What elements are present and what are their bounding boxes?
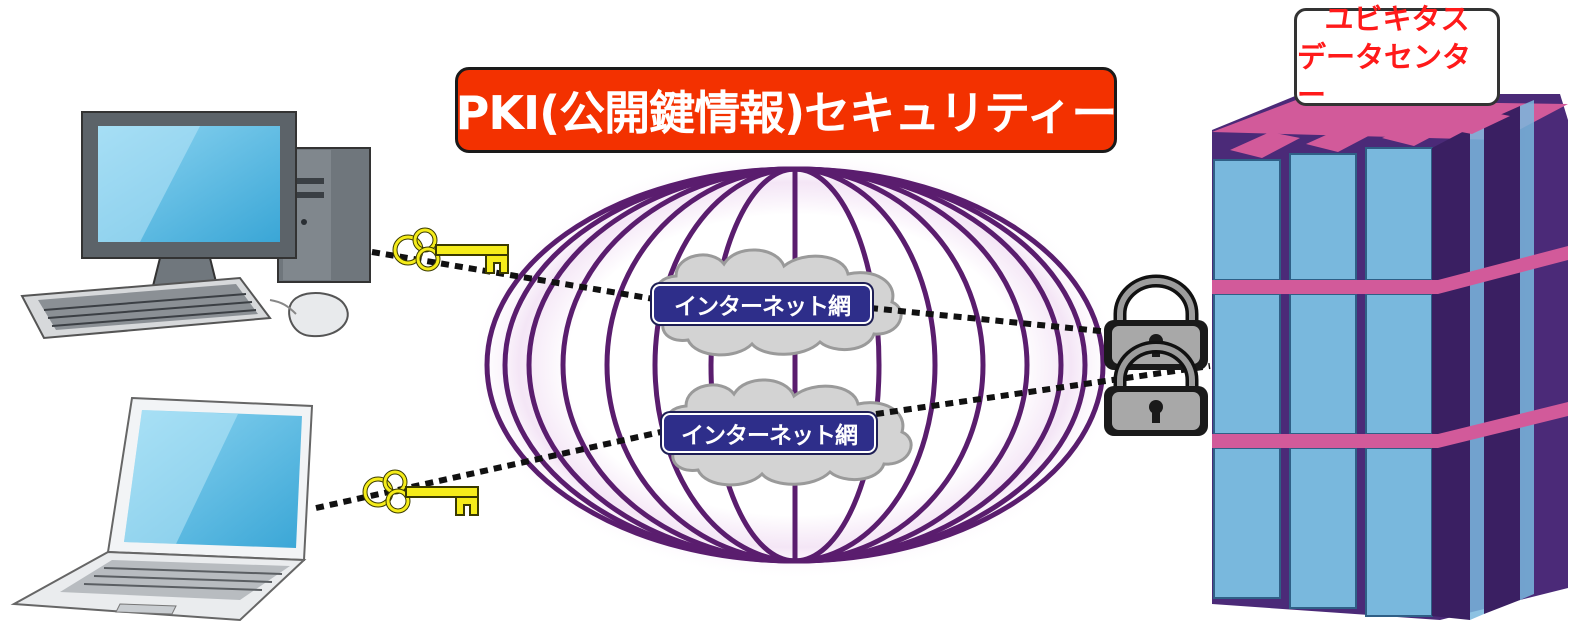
diagram-title: PKI(公開鍵情報)セキュリティー xyxy=(455,67,1117,153)
key-icon xyxy=(395,230,508,273)
globe-icon xyxy=(470,150,1120,580)
server-cluster-icon xyxy=(1212,94,1568,620)
internet-network-label-lower: インターネット網 xyxy=(662,413,876,453)
key-icon xyxy=(365,472,478,515)
laptop-icon xyxy=(10,396,314,622)
internet-network-label-upper: インターネット網 xyxy=(652,284,872,324)
data-center-label-line1: ユビキタス xyxy=(1324,2,1470,36)
data-center-label: ユビキタス データセンター xyxy=(1294,2,1500,112)
data-center-label-line2: データセンター xyxy=(1297,40,1472,112)
padlock-icon xyxy=(1104,281,1208,370)
desktop-computer-icon xyxy=(20,111,371,340)
